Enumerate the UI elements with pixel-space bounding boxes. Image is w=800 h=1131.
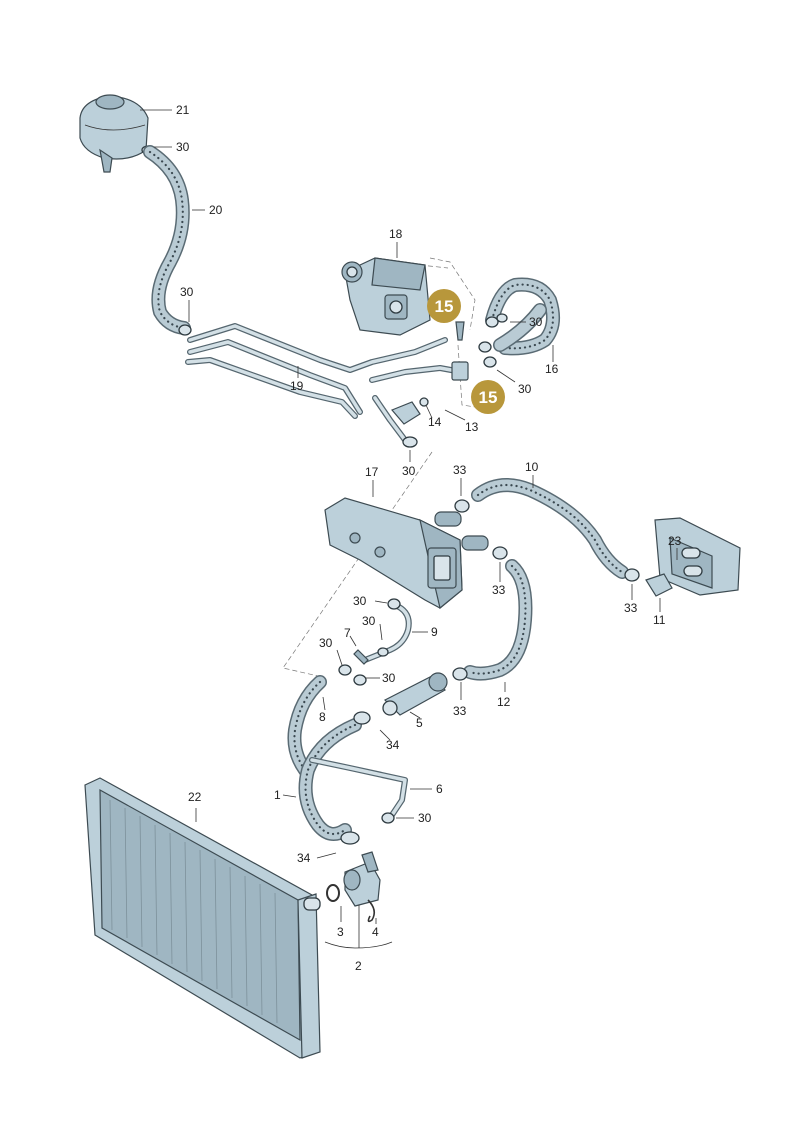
label-30: 30 (418, 811, 432, 825)
expansion-tank[interactable] (79, 94, 149, 173)
clamps-hose-16[interactable] (478, 313, 508, 368)
label-33: 33 (453, 463, 467, 477)
hose-1[interactable] (298, 718, 362, 841)
label-1: 1 (274, 788, 281, 802)
label-30: 30 (382, 671, 396, 685)
label-6: 6 (436, 782, 443, 796)
label-17: 17 (365, 465, 379, 479)
hose-16[interactable] (485, 277, 561, 356)
connector-11[interactable] (645, 573, 673, 597)
label-12: 12 (497, 695, 511, 709)
radiator[interactable] (84, 777, 321, 1059)
pipe-9[interactable] (362, 602, 412, 663)
label-33: 33 (492, 583, 506, 597)
hose-10[interactable] (471, 478, 629, 579)
clamps-hose-12[interactable] (452, 546, 508, 681)
pipe-assembly-19[interactable] (185, 323, 465, 443)
label-30: 30 (353, 594, 367, 608)
svg-text:15: 15 (479, 388, 498, 407)
label-34: 34 (297, 851, 311, 865)
label-30: 30 (176, 140, 190, 154)
label-30: 30 (180, 285, 194, 299)
leader-lines (140, 109, 678, 949)
label-30: 30 (319, 636, 333, 650)
label-30: 30 (362, 614, 376, 628)
label-14: 14 (428, 415, 442, 429)
hose-20[interactable] (143, 145, 191, 335)
label-5: 5 (416, 716, 423, 730)
label-7: 7 (344, 626, 351, 640)
label-2: 2 (355, 959, 362, 973)
clamps-hose-10[interactable] (454, 499, 640, 582)
badge-15-upper[interactable]: 15 (427, 289, 461, 323)
label-33: 33 (624, 601, 638, 615)
badge-15-lower[interactable]: 15 (471, 380, 505, 414)
clamp-pipe-6[interactable] (381, 812, 395, 824)
clamp-hose-20[interactable] (178, 324, 192, 336)
label-4: 4 (372, 925, 379, 939)
part-labels: 21 30 20 30 18 30 16 30 19 14 13 30 17 3… (176, 103, 682, 973)
label-34: 34 (386, 738, 400, 752)
label-33: 33 (453, 704, 467, 718)
retaining-clip-4[interactable] (367, 899, 376, 923)
label-13: 13 (465, 420, 479, 434)
hose-12[interactable] (463, 559, 533, 681)
label-20: 20 (209, 203, 223, 217)
label-19: 19 (290, 379, 304, 393)
label-30: 30 (529, 315, 543, 329)
label-3: 3 (337, 925, 344, 939)
label-30: 30 (402, 464, 416, 478)
label-8: 8 (319, 710, 326, 724)
clamp-pipe-30[interactable] (402, 436, 418, 448)
label-23: 23 (668, 534, 682, 548)
label-21: 21 (176, 103, 190, 117)
clamps-pipe-9[interactable] (338, 598, 401, 686)
o-ring-3[interactable] (326, 884, 340, 902)
sensor-15[interactable] (451, 321, 469, 381)
label-9: 9 (431, 625, 438, 639)
egr-cooler[interactable] (324, 497, 489, 610)
label-22: 22 (188, 790, 202, 804)
screw-7[interactable] (353, 649, 369, 665)
hose-8[interactable] (287, 675, 327, 777)
connector-2[interactable] (343, 851, 381, 907)
label-11: 11 (653, 613, 666, 627)
clamps-hose-1[interactable] (340, 711, 371, 845)
label-18: 18 (389, 227, 403, 241)
label-30: 30 (518, 382, 532, 396)
label-16: 16 (545, 362, 559, 376)
pipe-bracket-14[interactable] (390, 397, 429, 425)
svg-text:15: 15 (435, 297, 454, 316)
label-10: 10 (525, 460, 539, 474)
egr-valve[interactable] (341, 257, 431, 336)
pipe-6[interactable] (309, 757, 408, 818)
radiator-fins (109, 799, 278, 1024)
coolant-flange-5[interactable] (382, 672, 448, 716)
